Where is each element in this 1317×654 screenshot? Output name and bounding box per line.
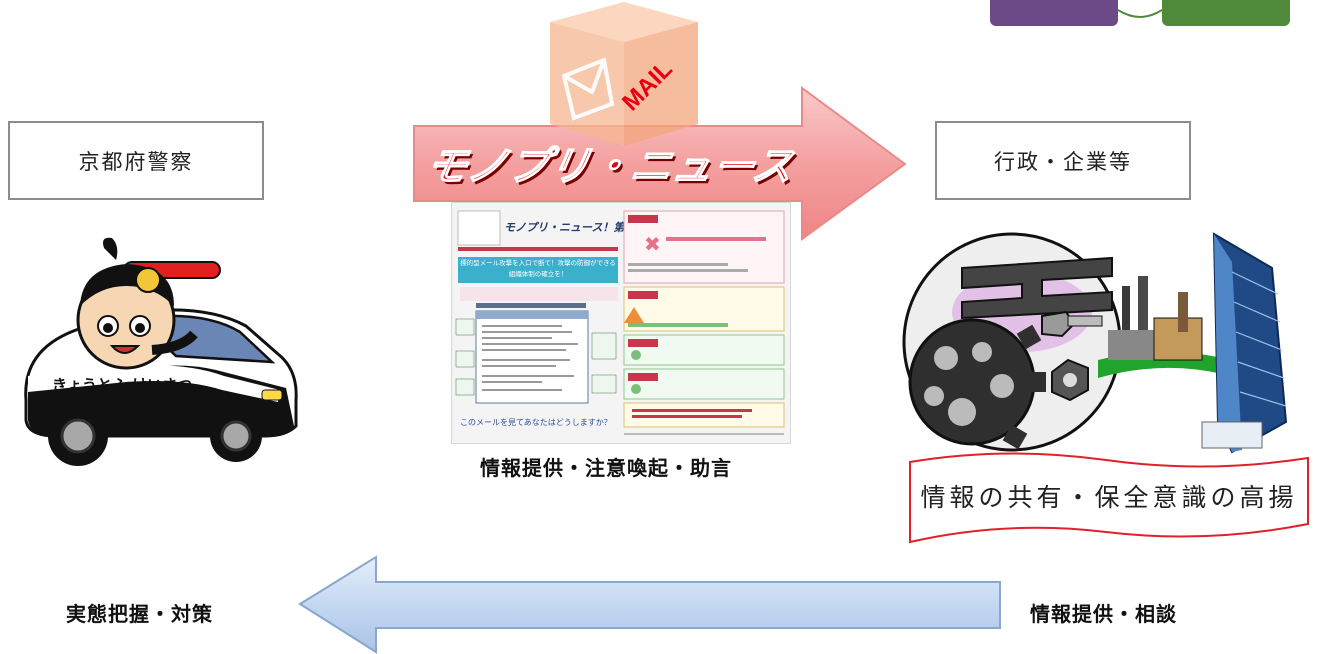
- newsletter-headline: 標的型メール攻撃を入口で断て！攻撃の防御ができる組織体制の確立を！: [460, 259, 616, 278]
- industry-illustration: [902, 232, 1288, 454]
- info-provision-caption: 情報提供・注意喚起・助言: [480, 456, 732, 480]
- connector-line: [1118, 9, 1162, 18]
- kyoto-police-box: 京都府警察: [8, 121, 264, 200]
- envelope-icon: [561, 57, 615, 121]
- partial-purple-box: [990, 0, 1118, 26]
- info-consultation-label: 情報提供・相談: [1030, 602, 1177, 626]
- kyoto-police-label: 京都府警察: [78, 149, 194, 174]
- situation-grasp-label: 実態把握・対策: [66, 602, 213, 626]
- left-arrow: [298, 555, 1001, 654]
- police-car-text: きょうとふ けいさつ: [52, 376, 192, 394]
- police-car-mascot: きょうとふ けいさつ: [24, 237, 298, 466]
- newsletter-title: モノプリ・ニュース: [422, 143, 799, 191]
- svg-text:✖: ✖: [644, 232, 661, 256]
- newsletter-thumbnail: モノプリ・ニュース！第8号 標的型メール攻撃を入口で断て！攻撃の防御ができる組織…: [452, 203, 790, 443]
- info-sharing-text: 情報の共有・保全意識の高揚: [920, 483, 1298, 512]
- newsletter-issue-title: モノプリ・ニュース！第8号: [504, 221, 644, 234]
- info-sharing-banner: [909, 452, 1309, 544]
- partial-green-box: [1162, 0, 1290, 26]
- newsletter-footer-question: このメールを見てあなたはどうしますか？: [460, 418, 612, 427]
- government-companies-label: 行政・企業等: [994, 149, 1132, 174]
- mail-cube-icon: MAIL: [550, 2, 698, 146]
- government-companies-box: 行政・企業等: [935, 121, 1191, 200]
- right-arrow: [413, 86, 907, 241]
